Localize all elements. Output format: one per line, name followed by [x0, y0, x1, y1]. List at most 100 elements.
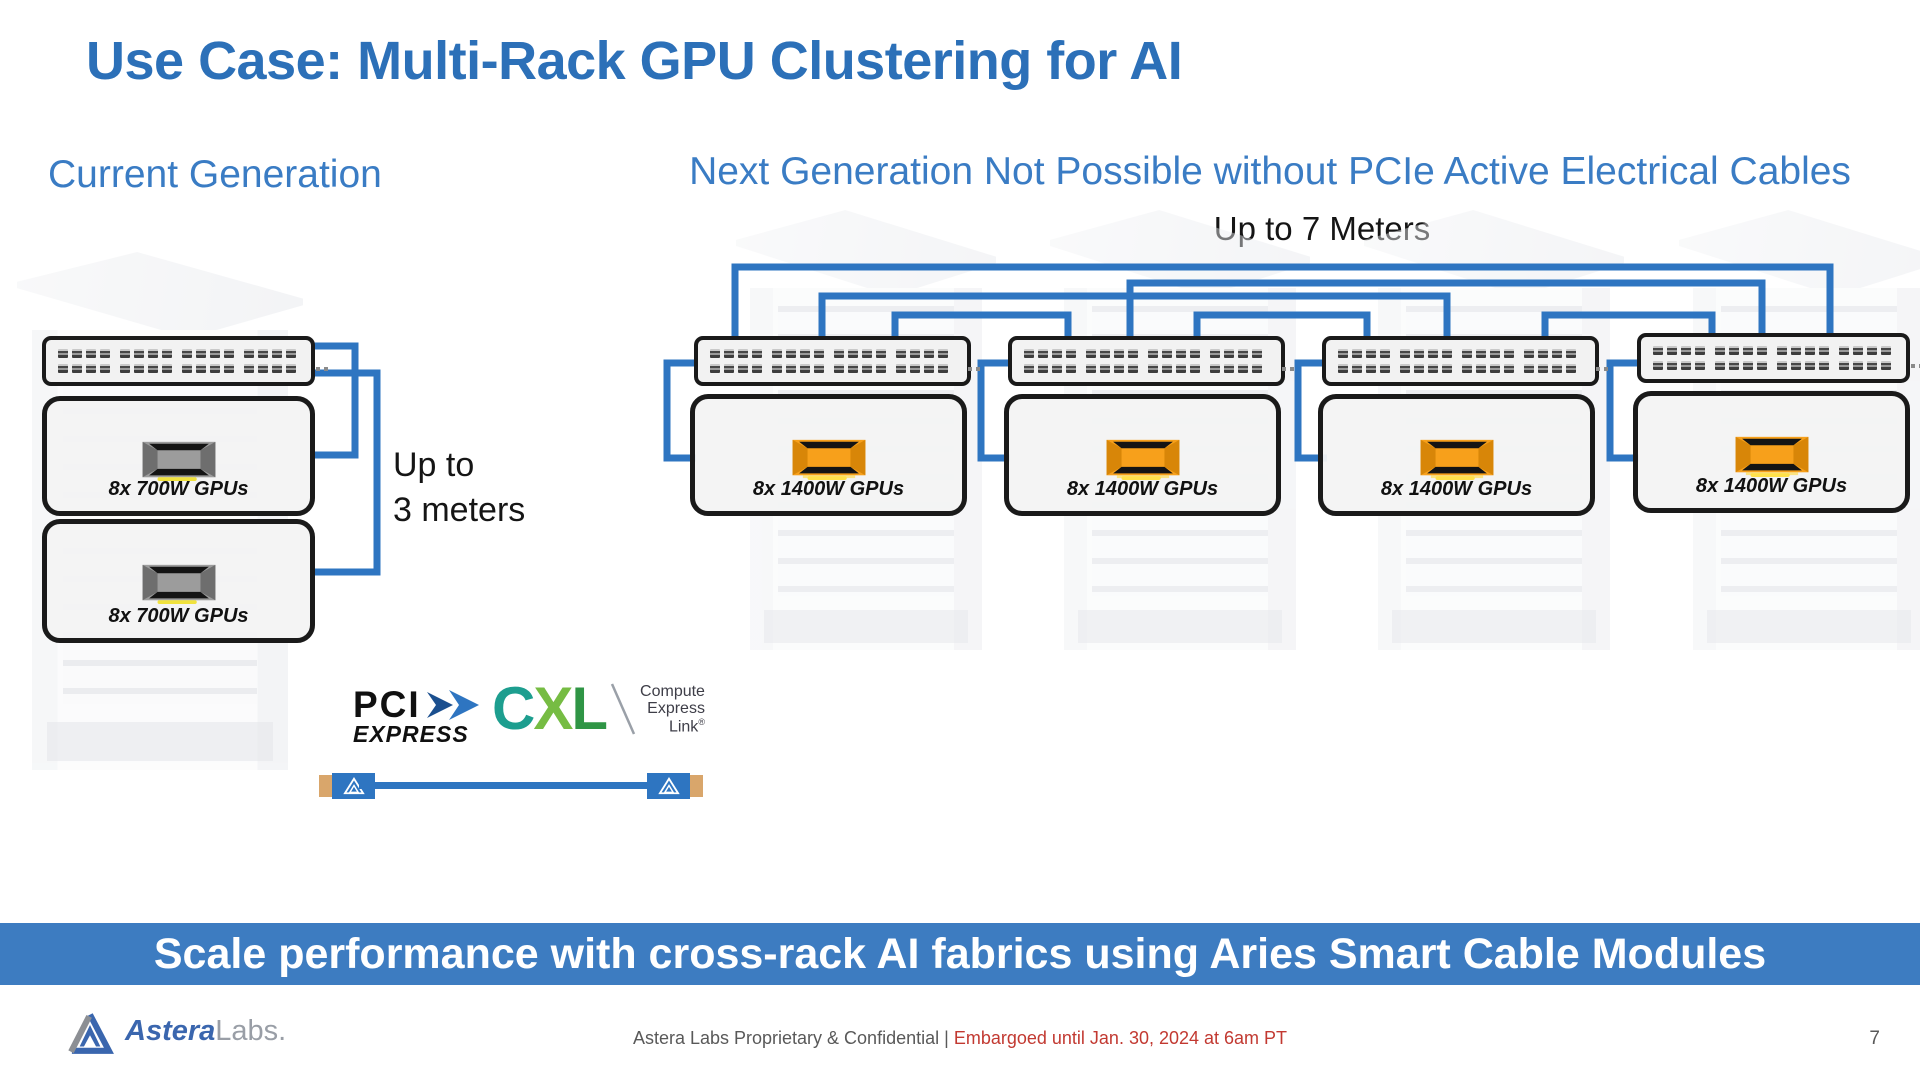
port-icon — [1366, 364, 1376, 373]
port-icon — [1504, 349, 1514, 358]
cxl-letter-c: C — [492, 675, 535, 742]
port-icon — [834, 364, 844, 373]
port-icon — [100, 349, 110, 358]
port-icon — [148, 349, 158, 358]
port-icon — [182, 364, 192, 373]
port-icon — [134, 349, 144, 358]
gpu-module-icon — [787, 435, 871, 482]
gpu-module-icon — [1730, 432, 1814, 479]
port-icon — [1128, 364, 1138, 373]
port-icon — [244, 349, 254, 358]
cable-current-shelf2 — [310, 369, 381, 576]
port-icon — [86, 349, 96, 358]
port-icon — [772, 364, 782, 373]
pci-logo-text: PCI — [353, 684, 421, 725]
port-icon — [896, 349, 906, 358]
port-icon — [876, 364, 886, 373]
port-icon — [1162, 349, 1172, 358]
port-icon — [1566, 364, 1576, 373]
switch-panel-next-1 — [694, 336, 980, 386]
confidential-text: Astera Labs Proprietary & Confidential — [632, 1028, 940, 1048]
cable-rack3-shelf — [1294, 359, 1329, 462]
cxl-caption-line: Link® — [668, 716, 705, 736]
cable-rack3-rack4 — [1541, 311, 1716, 340]
port-icon — [1428, 364, 1438, 373]
port-icon — [134, 364, 144, 373]
port-icon — [286, 349, 296, 358]
port-icon — [1442, 364, 1452, 373]
port-icon — [1400, 349, 1410, 358]
port-dots — [1596, 366, 1608, 371]
port-icon — [272, 364, 282, 373]
port-icon — [862, 349, 872, 358]
slide-title: Use Case: Multi-Rack GPU Clustering for … — [86, 31, 1183, 91]
port-icon — [924, 349, 934, 358]
port-icon — [1100, 349, 1110, 358]
port-icon — [1066, 364, 1076, 373]
port-icon — [834, 349, 844, 358]
cxl-letters: CXL — [492, 679, 608, 739]
cxl-caption: Compute Express Link® — [640, 683, 705, 736]
port-icon — [1380, 364, 1390, 373]
port-icon — [1238, 364, 1248, 373]
port-icon — [1190, 349, 1200, 358]
port-icon — [1210, 364, 1220, 373]
port-icon — [738, 349, 748, 358]
gpu-shelf-next-1: 8x 1400W GPUs — [690, 394, 967, 516]
port-icon — [1819, 361, 1829, 370]
port-icon — [1839, 346, 1849, 355]
port-dots — [1282, 366, 1294, 371]
port-icon — [162, 364, 172, 373]
port-icon — [1805, 361, 1815, 370]
cable-connector-icon — [647, 773, 690, 799]
port-icon — [1476, 349, 1486, 358]
registered-mark: ® — [698, 716, 705, 727]
port-icon — [1100, 364, 1110, 373]
footer — [0, 985, 1920, 1067]
port-icon — [1695, 361, 1705, 370]
port-icon — [1238, 349, 1248, 358]
switch-panel-current — [42, 336, 328, 386]
pci-express-logo: PCI EXPRESS — [353, 686, 481, 748]
port-dots — [316, 366, 328, 371]
port-icon — [1024, 349, 1034, 358]
port-icon — [1538, 364, 1548, 373]
port-icon — [196, 349, 206, 358]
port-icon — [1791, 346, 1801, 355]
port-icon — [58, 364, 68, 373]
distance-label-3m-line1: Up to — [393, 446, 475, 484]
port-icon — [1190, 364, 1200, 373]
port-icon — [1504, 364, 1514, 373]
switch-panel-next-4 — [1637, 333, 1920, 383]
port-icon — [182, 349, 192, 358]
port-icon — [72, 364, 82, 373]
port-icon — [1667, 346, 1677, 355]
port-icon — [1352, 349, 1362, 358]
port-icon — [1867, 361, 1877, 370]
port-icon — [752, 349, 762, 358]
port-icon — [1380, 349, 1390, 358]
distance-label-7m: Up to 7 Meters — [1213, 210, 1431, 247]
cable-rack1-rack2 — [891, 311, 1072, 340]
port-icon — [1338, 349, 1348, 358]
port-icon — [210, 349, 220, 358]
port-icon — [1224, 364, 1234, 373]
gpu-shelf-label: 8x 1400W GPUs — [1380, 478, 1533, 500]
port-icon — [1805, 346, 1815, 355]
port-icon — [710, 364, 720, 373]
port-icon — [724, 349, 734, 358]
port-icon — [1743, 361, 1753, 370]
port-icon — [1566, 349, 1576, 358]
port-icon — [1366, 349, 1376, 358]
port-icon — [1114, 349, 1124, 358]
gpu-shelf-label: 8x 700W GPUs — [108, 605, 249, 627]
port-icon — [1839, 361, 1849, 370]
port-icon — [1653, 346, 1663, 355]
port-icon — [1715, 346, 1725, 355]
gpu-shelf-label: 8x 1400W GPUs — [752, 478, 905, 500]
port-icon — [1176, 349, 1186, 358]
port-icon — [72, 349, 82, 358]
gpu-module-icon — [1101, 435, 1185, 482]
brand-primary: Astera — [125, 1014, 216, 1047]
pci-express-text: EXPRESS — [353, 721, 469, 747]
